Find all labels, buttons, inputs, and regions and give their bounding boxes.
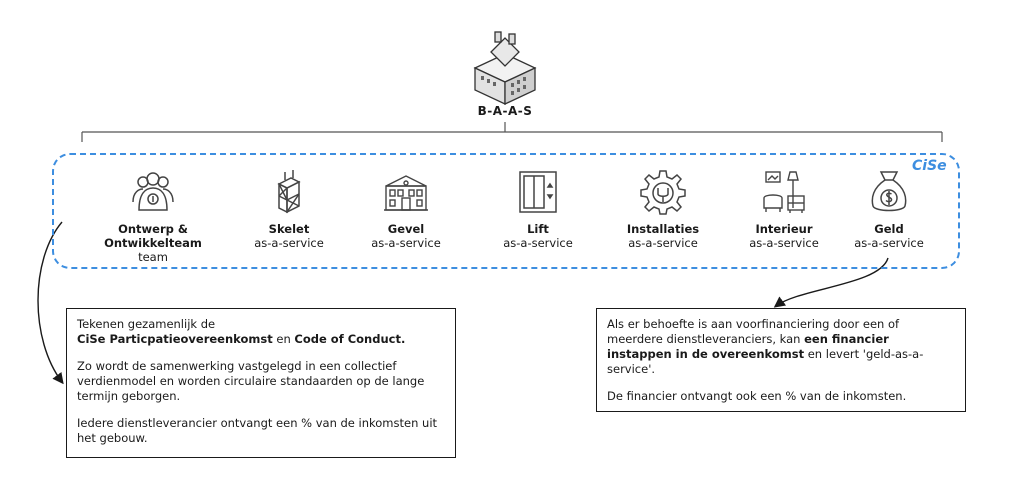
interior-furniture-icon	[760, 168, 808, 216]
note-paragraph: Iedere dienstleverancier ontvangt een % …	[77, 416, 438, 445]
service-subtitle: as-a-service	[254, 236, 324, 250]
service-installaties: Installaties as-a-service	[588, 168, 738, 250]
service-title: Gevel	[387, 222, 425, 236]
skeleton-frame-icon	[265, 168, 313, 216]
cise-logo: CiSe	[912, 158, 947, 174]
note-paragraph: De financier ontvangt ook een % van de i…	[607, 389, 907, 403]
service-team: Ontwerp & Ontwikkelteam team	[78, 168, 228, 264]
service-subtitle: as-a-service	[371, 236, 441, 250]
service-title: Lift	[527, 222, 549, 236]
note-paragraph: Als er behoefte is aan voorfinanciering …	[607, 317, 924, 376]
service-interieur: Interieur as-a-service	[709, 168, 859, 250]
service-title: Installaties	[626, 222, 700, 236]
service-geld: Geld as-a-service	[814, 168, 964, 250]
service-title: Skelet	[268, 222, 310, 236]
diagram-title: B-A-A-S	[477, 104, 533, 118]
service-subtitle: as-a-service	[503, 236, 573, 250]
service-title: Interieur	[755, 222, 813, 236]
elevator-icon	[514, 168, 562, 216]
right-arrow	[773, 257, 889, 308]
service-subtitle: as-a-service	[628, 236, 698, 250]
building-icon	[465, 28, 545, 106]
facade-icon	[382, 168, 430, 216]
participation-note: Tekenen gezamenlijk de CiSe Particpatieo…	[66, 308, 456, 458]
service-title: Ontwerp & Ontwikkelteam	[104, 222, 202, 250]
gear-installation-icon	[639, 168, 687, 216]
service-subtitle: as-a-service	[854, 236, 924, 250]
bracket-line	[81, 122, 943, 142]
note-paragraph: Zo wordt de samenwerking vastgelegd in e…	[77, 359, 425, 403]
financing-note: Als er behoefte is aan voorfinanciering …	[596, 308, 966, 412]
note-paragraph: Tekenen gezamenlijk de CiSe Particpatieo…	[77, 317, 406, 346]
service-subtitle: as-a-service	[749, 236, 819, 250]
cise-group	[52, 153, 960, 269]
service-lift: Lift as-a-service	[463, 168, 613, 250]
service-skelet: Skelet as-a-service	[214, 168, 364, 250]
money-bag-icon	[865, 168, 913, 216]
service-title: Geld	[874, 222, 904, 236]
service-subtitle: team	[138, 250, 168, 264]
team-icon	[129, 168, 177, 216]
service-gevel: Gevel as-a-service	[331, 168, 481, 250]
